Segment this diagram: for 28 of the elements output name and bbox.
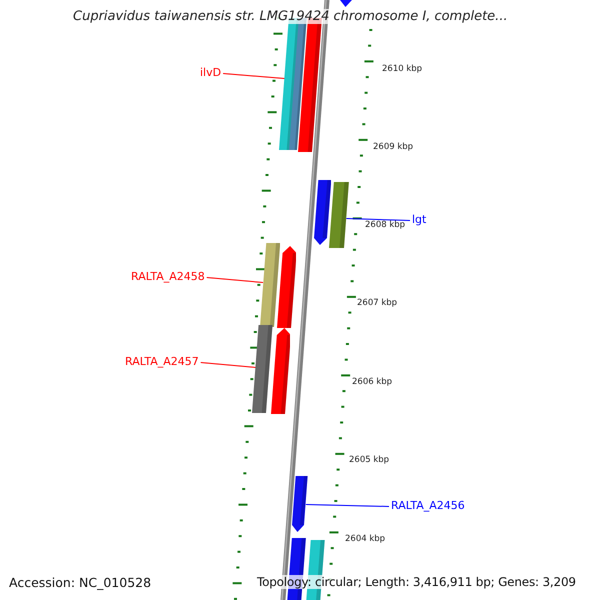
scale-label: 2610 kbp <box>382 64 422 74</box>
gene-label: RALTA_A2456 <box>391 499 465 512</box>
gene-feature <box>276 246 296 328</box>
leader-line <box>200 362 256 368</box>
map-title: Cupriavidus taiwanensis str. LMG19424 chromosome I, complete... <box>73 9 508 24</box>
summary-text: Topology: circular; Length: 3,416,911 bp; Genes: 3,209 <box>257 575 576 589</box>
gene-label: ilvD <box>200 66 222 79</box>
gene-label: RALTA_A2457 <box>125 355 199 368</box>
gene-feature <box>329 182 349 248</box>
scale-label: 2605 kbp <box>349 455 390 465</box>
gene-feature <box>292 476 308 532</box>
gene-feature <box>260 243 280 327</box>
gene-label: lgt <box>412 213 426 226</box>
leader-line <box>206 277 264 283</box>
accession-text: Accession: NC_010528 <box>9 575 152 590</box>
leader-line <box>305 504 390 507</box>
gene-feature <box>252 325 273 413</box>
scale-label: 2608 kbp <box>365 220 406 230</box>
gene-feature <box>314 180 331 245</box>
leader-line <box>346 218 410 221</box>
scale-label: 2604 kbp <box>345 534 386 544</box>
gene-label: RALTA_A2458 <box>131 270 205 283</box>
leader-line <box>222 73 285 79</box>
scale-label: 2609 kbp <box>373 142 414 152</box>
scale-label: 2607 kbp <box>357 298 398 308</box>
gene-feature <box>270 328 290 414</box>
gene-feature <box>340 0 352 7</box>
scale-label: 2606 kbp <box>352 377 392 387</box>
